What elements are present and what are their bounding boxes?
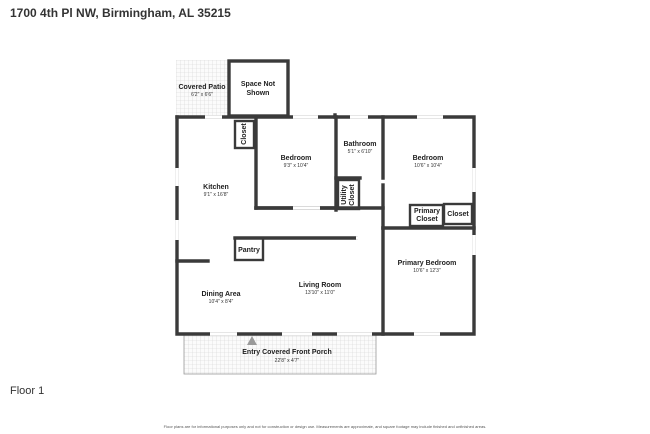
covered-patio-label: Covered Patio bbox=[178, 84, 225, 91]
kitchen-label: Kitchen bbox=[203, 184, 229, 191]
left-closet-label: Closet bbox=[241, 123, 248, 145]
primary-bedroom-label: Primary Bedroom bbox=[398, 260, 457, 267]
bedroom2-label: Bedroom bbox=[413, 155, 444, 162]
property-address: 1700 4th Pl NW, Birmingham, AL 35215 bbox=[10, 6, 231, 20]
living-room-label: Living Room bbox=[299, 282, 341, 289]
dining-area-label: Dining Area bbox=[201, 291, 240, 298]
bathroom-dim: 5'1" x 6'10" bbox=[348, 149, 373, 155]
front-porch-area bbox=[183, 333, 377, 375]
floor-label: Floor 1 bbox=[10, 385, 45, 397]
room-labels: Covered Patio 6'2" x 6'6" Space Not Show… bbox=[178, 81, 469, 364]
pantry-label: Pantry bbox=[238, 247, 260, 254]
covered-patio-dim: 6'2" x 6'6" bbox=[191, 92, 213, 98]
space-not-shown-label-2: Shown bbox=[247, 90, 270, 97]
bedroom1-dim: 9'3" x 10'4" bbox=[284, 163, 309, 169]
right-closet-label: Closet bbox=[447, 211, 469, 218]
pantry-box bbox=[233, 236, 265, 262]
bedroom2-dim: 10'6" x 10'4" bbox=[414, 163, 442, 169]
primary-closet-label-1: Primary bbox=[414, 208, 440, 215]
covered-patio-area bbox=[176, 60, 228, 117]
utility-closet-label-1: Utility bbox=[341, 185, 348, 205]
windows bbox=[175, 115, 476, 336]
space-not-shown-label-1: Space Not bbox=[241, 81, 276, 88]
right-closet-box bbox=[442, 202, 474, 226]
utility-closet-label-2: Closet bbox=[349, 184, 356, 206]
space-not-shown-box bbox=[227, 59, 290, 118]
kitchen-dim: 9'1" x 16'8" bbox=[204, 192, 229, 198]
front-porch-dim: 22'8" x 4'7" bbox=[275, 358, 300, 364]
bedroom1-label: Bedroom bbox=[281, 155, 312, 162]
primary-closet-label-2: Closet bbox=[416, 216, 438, 223]
living-room-dim: 13'10" x 11'0" bbox=[305, 290, 335, 296]
front-porch-label: Entry Covered Front Porch bbox=[242, 349, 331, 356]
primary-bedroom-dim: 10'6" x 12'3" bbox=[413, 268, 441, 274]
left-closet-box bbox=[233, 119, 256, 150]
bathroom-label: Bathroom bbox=[343, 141, 376, 148]
entry-arrow-icon bbox=[247, 336, 257, 345]
dining-area-dim: 10'4" x 8'4" bbox=[209, 299, 234, 305]
disclaimer: Floor plans are for informational purpos… bbox=[163, 424, 487, 429]
utility-closet-box bbox=[336, 178, 361, 211]
